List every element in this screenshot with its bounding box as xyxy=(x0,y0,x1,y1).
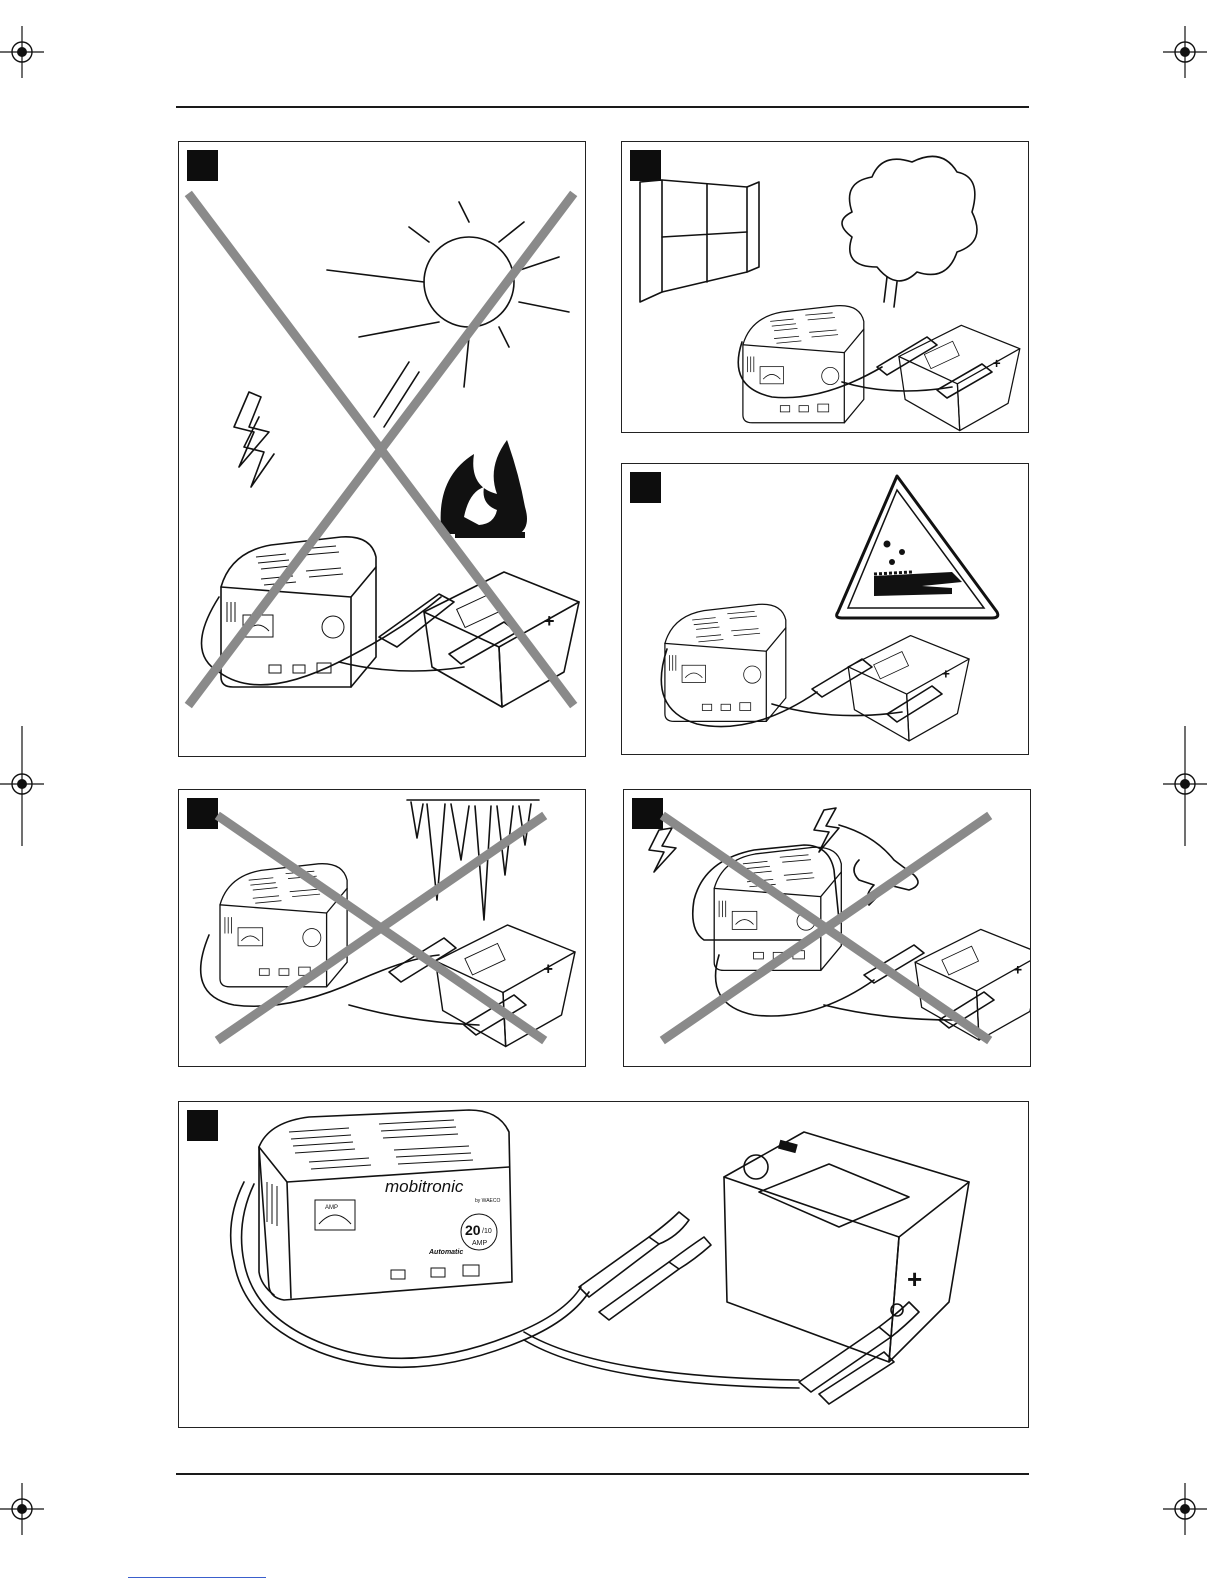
clamp-open xyxy=(579,1237,659,1297)
registration-mark-icon xyxy=(0,1483,44,1535)
switch-1 xyxy=(391,1270,405,1279)
switch-2 xyxy=(431,1268,445,1277)
header-rule xyxy=(176,106,1029,108)
window-icon xyxy=(640,180,759,302)
rating-unit: AMP xyxy=(472,1240,488,1247)
sun-icon xyxy=(327,202,569,427)
car-battery: + xyxy=(724,1132,969,1362)
footer-rule xyxy=(176,1473,1029,1475)
corrosive-warning-icon xyxy=(837,476,998,618)
switch-3 xyxy=(463,1265,479,1276)
registration-mark-icon xyxy=(1163,1483,1207,1535)
rating-small: /10 xyxy=(482,1228,492,1235)
meter-label: AMP xyxy=(325,1205,338,1211)
rating-word: Automatic xyxy=(428,1249,463,1256)
lightning-icon xyxy=(649,828,676,872)
panel-2-ventilation xyxy=(621,141,1029,433)
panel-5-covered-charger xyxy=(623,789,1031,1067)
registration-mark-icon xyxy=(1163,726,1207,846)
registration-mark-icon xyxy=(0,26,44,78)
panel-6-charger-battery: AMP mobitronic by WAECO 20 /10 AMP Autom… xyxy=(178,1101,1029,1428)
svg-text:+: + xyxy=(907,1264,922,1294)
rating-number: 20 xyxy=(465,1222,481,1238)
gas-cloud-icon xyxy=(842,156,977,281)
cable-left xyxy=(231,1182,589,1367)
brand-subtext: by WAECO xyxy=(475,1198,500,1204)
panel-4-frost xyxy=(178,789,586,1067)
lightning-icon xyxy=(234,392,274,487)
panel-3-acid-warning xyxy=(621,463,1029,755)
panel-1-hazards xyxy=(178,141,586,757)
clamp-attached xyxy=(799,1327,891,1392)
brand-logo-text: mobitronic xyxy=(385,1177,464,1196)
battery-charger: AMP mobitronic by WAECO 20 /10 AMP Autom… xyxy=(259,1110,512,1300)
registration-mark-icon xyxy=(1163,26,1207,78)
footer-link-underline xyxy=(128,1577,266,1578)
registration-mark-icon xyxy=(0,726,44,846)
